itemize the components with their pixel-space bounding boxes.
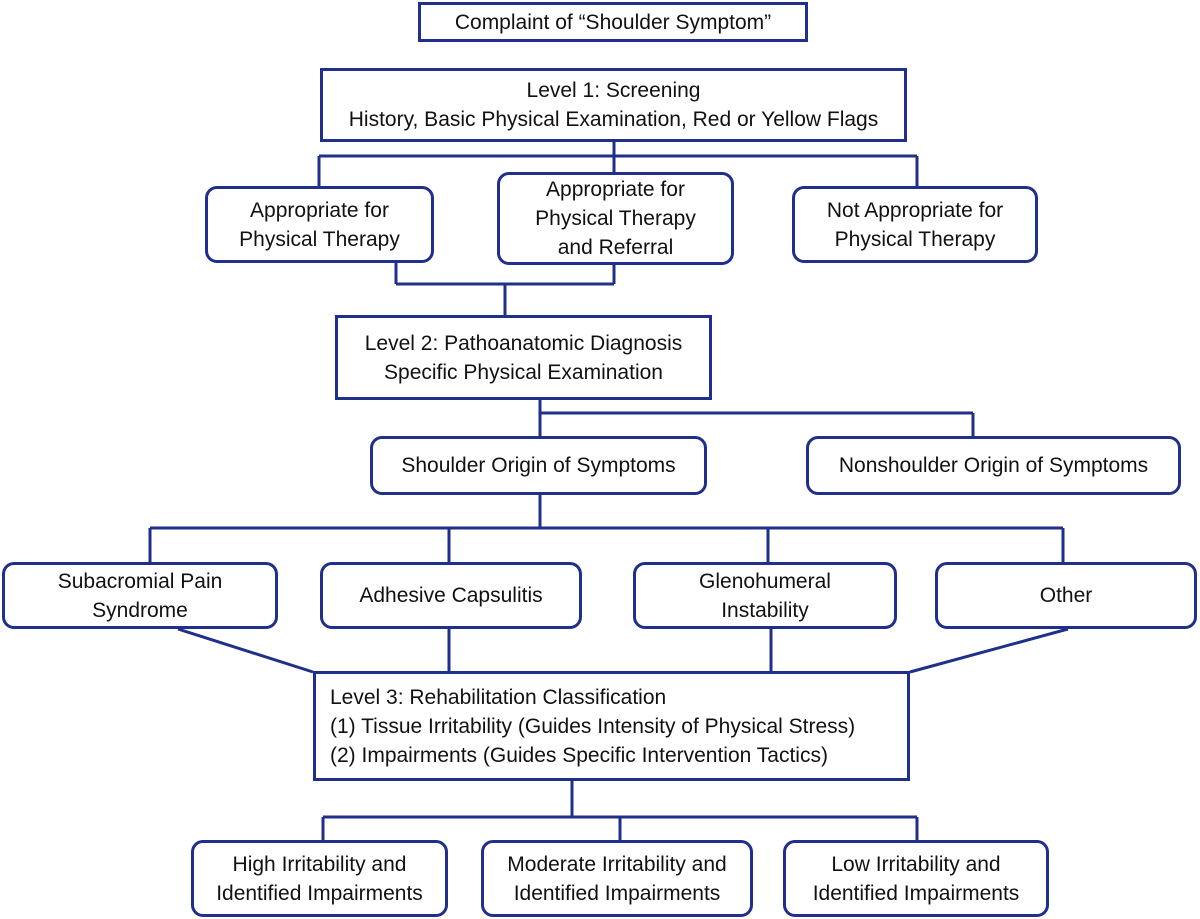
- complaint-label: Complaint of “Shoulder Symptom”: [454, 10, 772, 34]
- adhesive-capsulitis-box: Adhesive Capsulitis: [320, 562, 582, 629]
- not-appropriate-pt-box: Not Appropriate for Physical Therapy: [792, 186, 1038, 263]
- high-irritability-line: High Irritability and: [232, 852, 407, 876]
- level2-diagnosis-box: Level 2: Pathoanatomic Diagnosis Specifi…: [335, 315, 712, 400]
- high-irritability-box: High Irritability and Identified Impairm…: [191, 840, 448, 917]
- appropriate-pt-line: Physical Therapy: [239, 227, 400, 251]
- appropriate-pt-line: Appropriate for: [250, 198, 389, 222]
- glenohumeral-line: Instability: [721, 598, 809, 622]
- adhesive-capsulitis-label: Adhesive Capsulitis: [359, 584, 543, 607]
- nonshoulder-origin-box: Nonshoulder Origin of Symptoms: [806, 436, 1181, 495]
- connector-subacromial-level3: [177, 627, 314, 674]
- appropriate-pt-referral-box: Appropriate for Physical Therapy and Ref…: [497, 172, 734, 265]
- level1-title: Level 1: Screening: [526, 79, 701, 102]
- connector-other-level3: [909, 627, 1069, 674]
- level3-line1: (1) Tissue Irritability (Guides Intensit…: [330, 714, 856, 738]
- subacromial-pain-box: Subacromial Pain Syndrome: [2, 562, 278, 629]
- level2-subtitle: Specific Physical Examination: [384, 360, 663, 384]
- moderate-irritability-line: Identified Impairments: [513, 881, 721, 905]
- moderate-irritability-line: Moderate Irritability and: [507, 852, 727, 876]
- low-irritability-line: Low Irritability and: [831, 852, 1001, 876]
- glenohumeral-instability-box: Glenohumeral Instability: [633, 562, 897, 629]
- pt-referral-line: and Referral: [557, 236, 674, 259]
- level3-title: Level 3: Rehabilitation Classification: [330, 685, 667, 709]
- subacromial-line: Syndrome: [92, 598, 188, 622]
- glenohumeral-line: Glenohumeral: [699, 569, 831, 593]
- subacromial-line: Subacromial Pain: [57, 569, 223, 593]
- level3-classification-box: Level 3: Rehabilitation Classification (…: [313, 671, 910, 781]
- complaint-box: Complaint of “Shoulder Symptom”: [418, 2, 808, 42]
- low-irritability-line: Identified Impairments: [812, 881, 1020, 905]
- not-appropriate-line: Physical Therapy: [834, 227, 996, 251]
- low-irritability-box: Low Irritability and Identified Impairme…: [783, 840, 1049, 917]
- not-appropriate-line: Not Appropriate for: [826, 198, 1004, 222]
- level1-screening-box: Level 1: Screening History, Basic Physic…: [320, 68, 907, 142]
- level2-title: Level 2: Pathoanatomic Diagnosis: [364, 331, 683, 355]
- shoulder-origin-box: Shoulder Origin of Symptoms: [370, 436, 707, 495]
- high-irritability-line: Identified Impairments: [216, 881, 423, 905]
- other-label: Other: [1039, 584, 1093, 607]
- appropriate-pt-box: Appropriate for Physical Therapy: [205, 186, 434, 263]
- pt-referral-line: Physical Therapy: [535, 207, 696, 230]
- moderate-irritability-box: Moderate Irritability and Identified Imp…: [481, 840, 753, 917]
- pt-referral-line: Appropriate for: [546, 178, 685, 201]
- level1-subtitle: History, Basic Physical Examination, Red…: [348, 108, 879, 131]
- nonshoulder-origin-label: Nonshoulder Origin of Symptoms: [838, 454, 1149, 477]
- level3-line2: (2) Impairments (Guides Specific Interve…: [330, 743, 828, 767]
- shoulder-origin-label: Shoulder Origin of Symptoms: [401, 454, 676, 477]
- other-diagnosis-box: Other: [935, 562, 1197, 629]
